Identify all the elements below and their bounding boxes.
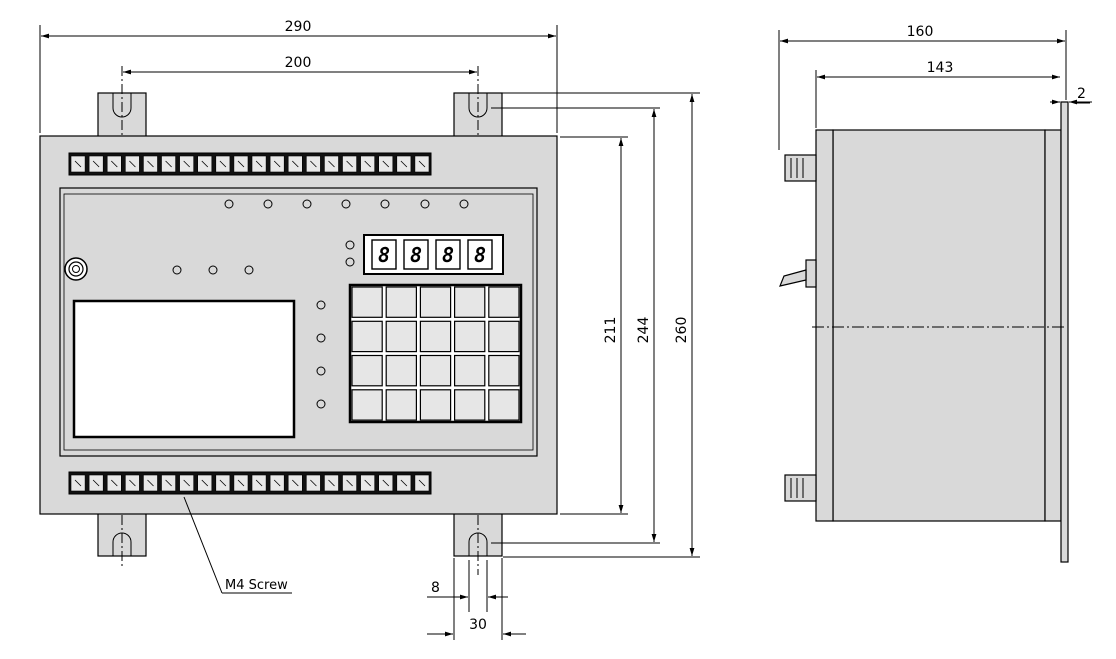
keypad-key — [385, 389, 418, 421]
dim-200-label: 200 — [285, 55, 312, 71]
mounting-foot-top-left — [97, 66, 147, 145]
display-digit-box — [467, 239, 493, 270]
led-row-top — [224, 199, 469, 209]
keypad-key — [419, 389, 452, 421]
keypad-key — [454, 320, 486, 353]
display-digit-box — [371, 239, 397, 270]
lcd-window — [72, 299, 296, 439]
dim-211-label: 211 — [603, 317, 619, 344]
dim-260-label: 260 — [674, 317, 690, 344]
terminal-screw-side-bottom — [784, 474, 817, 502]
keypad — [348, 283, 523, 424]
keypad-key — [419, 354, 452, 387]
keypad-key — [454, 389, 486, 421]
display-digit-box — [403, 239, 429, 270]
side-view: 160 143 2 — [778, 24, 1092, 563]
terminal-strip-top — [68, 152, 432, 176]
led-display-side — [345, 240, 355, 267]
toggle-lever-side — [779, 259, 817, 288]
keypad-key — [419, 320, 452, 353]
display-digit: 8 — [378, 243, 390, 267]
front-dimensions: 290 200 211 244 260 — [39, 19, 700, 640]
keypad-key — [454, 354, 486, 387]
dim-143-label: 143 — [927, 60, 954, 76]
callout-m4-screw: M4 Screw — [225, 578, 288, 593]
mounting-foot-top-right — [453, 66, 503, 145]
keypad-key — [351, 354, 383, 387]
keypad-key — [385, 286, 418, 318]
keypad-key — [488, 389, 520, 421]
keypad-key — [351, 389, 383, 421]
keypad-key — [385, 354, 418, 387]
keypad-key — [454, 286, 486, 318]
dim-8-label: 8 — [431, 580, 440, 596]
side-body — [832, 129, 1046, 522]
dim-2-label: 2 — [1077, 86, 1086, 102]
mounting-foot-bottom-right — [453, 507, 503, 575]
led-row-middle — [172, 265, 254, 275]
mounting-foot-bottom-left — [97, 507, 147, 566]
display-digit: 8 — [442, 243, 454, 267]
terminal-strip-bottom — [68, 471, 432, 495]
keypad-key — [385, 320, 418, 353]
display-digit: 8 — [474, 243, 486, 267]
keypad-key — [488, 320, 520, 353]
keypad-key — [488, 354, 520, 387]
side-flange — [1060, 101, 1069, 563]
display-digit: 8 — [410, 243, 422, 267]
dim-290-label: 290 — [285, 19, 312, 35]
keypad-key — [351, 320, 383, 353]
dim-244-label: 244 — [636, 317, 652, 344]
dim-30-label: 30 — [469, 617, 487, 633]
terminal-screw-side-top — [784, 154, 817, 182]
toggle-switch-icon — [64, 257, 88, 281]
display-digit-box — [435, 239, 461, 270]
keypad-key — [351, 286, 383, 318]
side-dimensions: 160 143 2 — [778, 24, 1092, 150]
led-column-keypad — [316, 300, 326, 409]
keypad-key — [488, 286, 520, 318]
keypad-key — [419, 286, 452, 318]
dim-160-label: 160 — [907, 24, 934, 40]
